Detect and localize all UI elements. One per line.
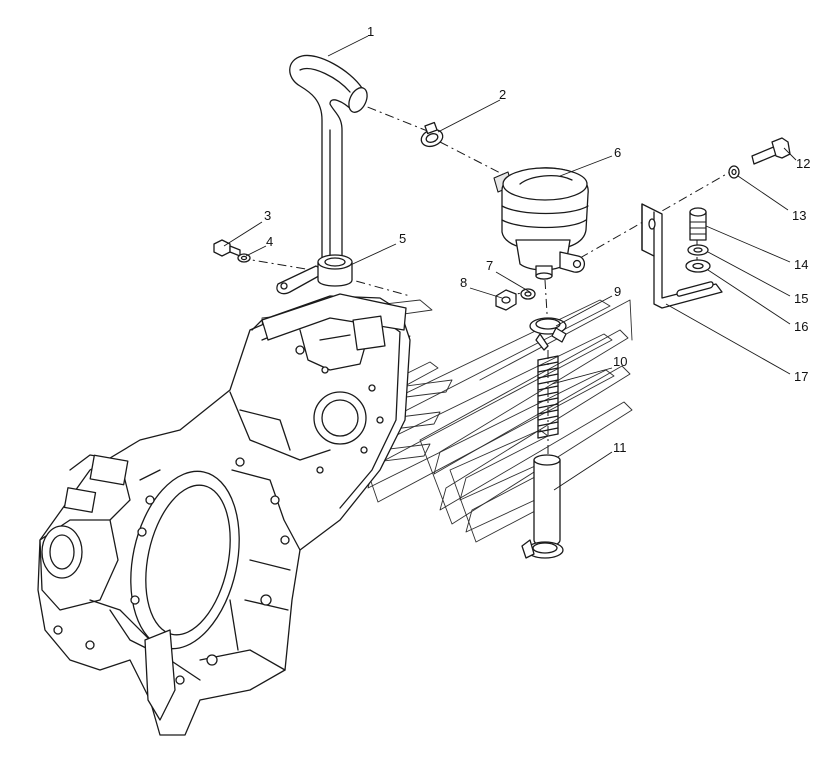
callout-numbers: 1 2 3 4 5 6 7 8 9 10 11 12 13 14 15 16 1… (264, 24, 810, 455)
callout-12: 12 (796, 156, 810, 171)
callout-7: 7 (486, 258, 493, 273)
callout-16: 16 (794, 319, 808, 334)
callout-5: 5 (399, 231, 406, 246)
part-1-breather-hose (289, 54, 368, 267)
part-14-cap-screw (689, 207, 707, 241)
part-15-lock-washer (687, 244, 709, 256)
callout-9: 9 (614, 284, 621, 299)
part-17-mounting-bracket (641, 203, 723, 309)
callout-2: 2 (499, 87, 506, 102)
part-3-bolt (213, 239, 241, 257)
callout-3: 3 (264, 208, 271, 223)
part-6-oil-separator (493, 167, 589, 280)
callout-6: 6 (614, 145, 621, 160)
callout-10: 10 (613, 354, 627, 369)
part-16-flat-washer (685, 259, 711, 273)
callout-4: 4 (266, 234, 273, 249)
part-8-nut (495, 289, 517, 311)
part-7-washer (520, 288, 536, 300)
callout-17: 17 (794, 369, 808, 384)
part-11-drain-tube (521, 454, 564, 559)
callout-11: 11 (613, 440, 627, 455)
callout-13: 13 (792, 208, 806, 223)
part-2-hose-clamp (420, 121, 444, 148)
part-10-spring (537, 355, 559, 439)
part-9-hose-clamp (529, 317, 567, 351)
callout-15: 15 (794, 291, 808, 306)
callout-8: 8 (460, 275, 467, 290)
leader-lines (223, 35, 797, 491)
timing-cover-housing (37, 293, 411, 736)
part-5-hose-bracket (276, 254, 353, 295)
callout-14: 14 (794, 257, 808, 272)
part-13-washer (728, 165, 740, 179)
part-12-bolt (751, 137, 791, 165)
callout-1: 1 (367, 24, 374, 39)
